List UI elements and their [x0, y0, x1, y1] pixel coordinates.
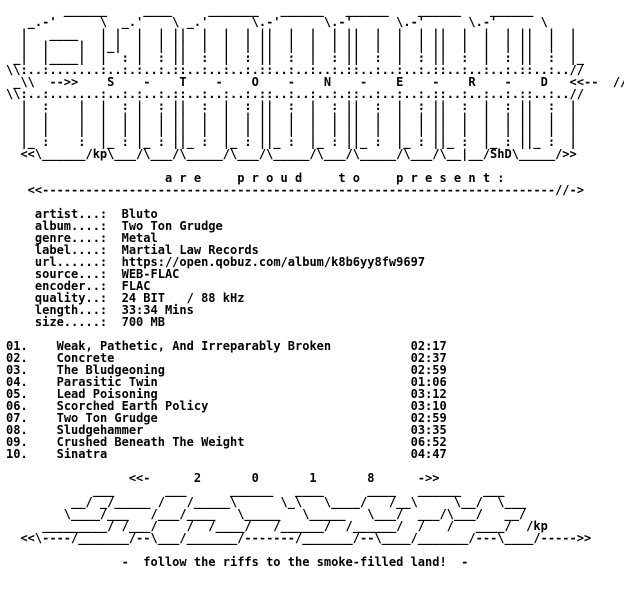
- info-row: source...: WEB-FLAC: [6, 268, 624, 280]
- footer-art-line: ___ ___ ______ ____ ____ ______ ___: [6, 483, 505, 497]
- track-number: 10.: [6, 447, 28, 461]
- track-number: 09.: [6, 435, 28, 449]
- track-title: Sludgehammer: [56, 423, 144, 437]
- track-time: 02:37: [410, 351, 447, 365]
- info-row: url......: https://open.qobuz.com/album/…: [6, 256, 624, 268]
- track-row: 05. Lead Poisoning 03:12: [6, 388, 624, 400]
- track-row: 10. Sinatra 04:47: [6, 448, 624, 460]
- info-value: https://open.qobuz.com/album/k8b6yy8fw96…: [121, 255, 426, 269]
- track-time: 01:06: [410, 375, 447, 389]
- info-label: encoder..:: [34, 279, 108, 293]
- info-value: Metal: [121, 231, 158, 245]
- info-value: WEB-FLAC: [121, 267, 180, 281]
- release-info: artist...: Bluto album....: Two Ton Grud…: [6, 208, 624, 328]
- track-number: 04.: [6, 375, 28, 389]
- mid-art-line: | : | | : | : || : | : || : | : || : | :…: [6, 99, 577, 113]
- nfo-document: ______ ____ _______ ______ ______ ______…: [6, 4, 624, 568]
- info-row: album....: Two Ton Grudge: [6, 220, 624, 232]
- info-row: artist...: Bluto: [6, 208, 624, 220]
- track-title: Parasitic Twin: [56, 375, 158, 389]
- track-time: 02:17: [410, 339, 447, 353]
- mid-art-line: | | | | | | | || | | | || | | | || | | |…: [6, 111, 577, 125]
- header-art-line: _| |____| | : | : || : | : || : | : || :…: [6, 51, 584, 65]
- track-time: 03:10: [410, 399, 447, 413]
- track-number: 08.: [6, 423, 28, 437]
- info-row: encoder..: FLAC: [6, 280, 624, 292]
- info-value: 33:34 Mins: [121, 303, 194, 317]
- info-label: artist...:: [34, 207, 108, 221]
- info-value: 24 BIT / 88 kHz: [121, 291, 245, 305]
- track-title: The Bludgeoning: [56, 363, 165, 377]
- track-row: 06. Scorched Earth Policy 03:10: [6, 400, 624, 412]
- info-label: genre....:: [34, 231, 108, 245]
- header-art-line: ______ ____ _______ ______ ______ ______…: [6, 3, 534, 17]
- group-banner: _\\ -->> S - T - O - N - E - R - D <<-- …: [6, 75, 624, 89]
- info-value: Two Ton Grudge: [121, 219, 223, 233]
- mid-art-line: <<\______/kp\___/\___/\_____/\___/\_____…: [6, 147, 577, 161]
- tagline: - follow the riffs to the smoke-filled l…: [6, 555, 469, 569]
- track-title: Weak, Pathetic, And Irreparably Broken: [56, 339, 332, 353]
- footer-art-line: __/ _/_____ / /_____\ \_\ \____/ /__\ \_…: [6, 495, 527, 509]
- track-list: 01. Weak, Pathetic, And Irreparably Brok…: [6, 340, 624, 460]
- track-time: 06:52: [410, 435, 447, 449]
- info-label: source...:: [34, 267, 108, 281]
- track-title: Sinatra: [56, 447, 108, 461]
- mid-art-line: \\:..:.......:..:.:..:.::..:..:..:.::..:…: [6, 87, 584, 101]
- info-label: url......:: [34, 255, 108, 269]
- track-number: 06.: [6, 399, 28, 413]
- mid-art-line: |_ : : |_ : |_ : ||_ : |_ : ||_ : |_ : |…: [6, 135, 577, 149]
- info-row: genre....: Metal: [6, 232, 624, 244]
- header-art-line: | | | |_| | | || | | | || | | | || | | |…: [6, 39, 577, 53]
- info-row: quality..: 24 BIT / 88 kHz: [6, 292, 624, 304]
- info-row: length...: 33:34 Mins: [6, 304, 624, 316]
- footer-art-line: <<\----/_______/--\___/_______/-------/_…: [6, 531, 592, 545]
- track-number: 05.: [6, 387, 28, 401]
- present-line: a r e p r o u d t o p r e s e n t :: [6, 171, 505, 185]
- info-value: Martial Law Records: [121, 243, 259, 257]
- info-label: size.....:: [34, 315, 108, 329]
- track-number: 03.: [6, 363, 28, 377]
- info-value: Bluto: [121, 207, 158, 221]
- info-value: FLAC: [121, 279, 151, 293]
- info-label: label....:: [34, 243, 108, 257]
- present-rule: <<--------------------------------------…: [6, 183, 584, 197]
- track-title: Lead Poisoning: [56, 387, 158, 401]
- track-title: Two Ton Grudge: [56, 411, 158, 425]
- info-label: length...:: [34, 303, 108, 317]
- track-spacer: [107, 447, 410, 461]
- track-row: 04. Parasitic Twin 01:06: [6, 376, 624, 388]
- mid-art-line: | | | | | | | || | | | || | | | || | | |…: [6, 123, 577, 137]
- footer-art-line: _________/ /___/ / /____/ /______/ /____…: [6, 519, 548, 533]
- track-time: 02:59: [410, 411, 447, 425]
- footer-art-line: \____/___ /___/____ \_____ \_____ \___/ …: [6, 507, 527, 521]
- track-row: 03. The Bludgeoning 02:59: [6, 364, 624, 376]
- track-row: 09. Crushed Beneath The Weight 06:52: [6, 436, 624, 448]
- track-row: 01. Weak, Pathetic, And Irreparably Brok…: [6, 340, 624, 352]
- header-art-line: _.-' \ _.' \ _.' \.-' \.-' \.-' \.-' \: [6, 15, 548, 29]
- header-art-line: \\:..:.......:..:.:..:.::..:..:..:.::..:…: [6, 63, 584, 77]
- track-time: 02:59: [410, 363, 447, 377]
- info-label: quality..:: [34, 291, 108, 305]
- track-number: 02.: [6, 351, 28, 365]
- track-time: 03:35: [410, 423, 447, 437]
- track-title: Scorched Earth Policy: [56, 399, 209, 413]
- header-art-line: | ____ | | | | || | | | || | | | || | | …: [6, 27, 577, 41]
- track-row: 08. Sludgehammer 03:35: [6, 424, 624, 436]
- track-time: 04:47: [410, 447, 447, 461]
- year-line: <<- 2 0 1 8 ->>: [6, 471, 440, 485]
- track-row: 07. Two Ton Grudge 02:59: [6, 412, 624, 424]
- info-label: album....:: [34, 219, 108, 233]
- info-row: size.....: 700 MB: [6, 316, 624, 328]
- info-row: label....: Martial Law Records: [6, 244, 624, 256]
- track-title: Concrete: [56, 351, 115, 365]
- info-value: 700 MB: [121, 315, 165, 329]
- track-number: 07.: [6, 411, 28, 425]
- track-row: 02. Concrete 02:37: [6, 352, 624, 364]
- track-time: 03:12: [410, 387, 447, 401]
- track-title: Crushed Beneath The Weight: [56, 435, 245, 449]
- track-number: 01.: [6, 339, 28, 353]
